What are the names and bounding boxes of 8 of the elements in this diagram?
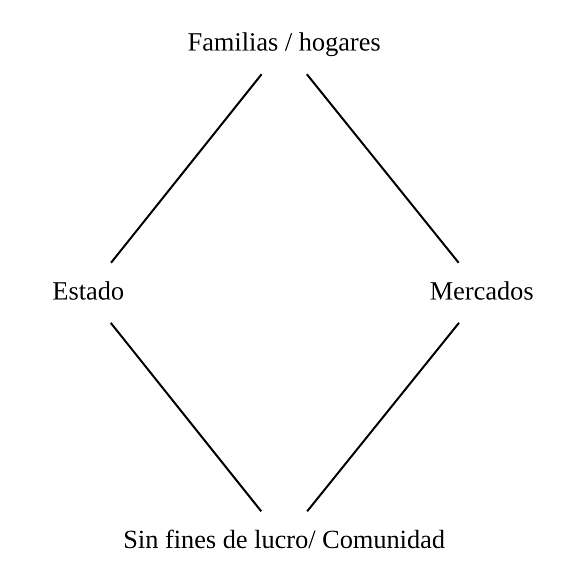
connector xyxy=(110,322,262,512)
connector xyxy=(306,322,460,512)
node-text: Familias / hogares xyxy=(188,28,381,57)
node-text: Estado xyxy=(52,276,124,306)
connector xyxy=(306,74,460,264)
connector xyxy=(110,74,262,264)
node-text: Mercados xyxy=(430,276,534,306)
node-text: Sin fines de lucro/ Comunidad xyxy=(123,524,445,554)
